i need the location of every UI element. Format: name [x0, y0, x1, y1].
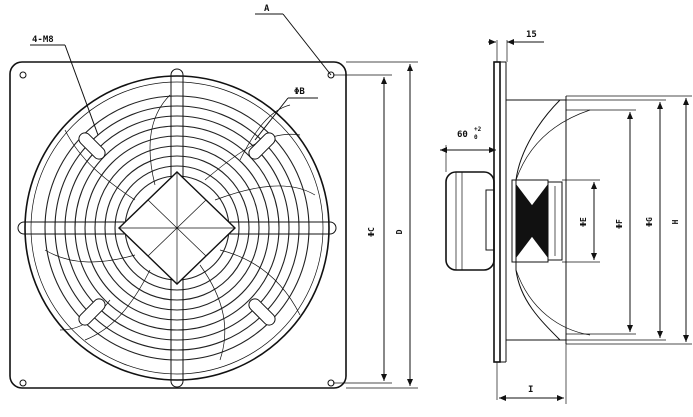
leader-a: A [255, 4, 332, 76]
side-plate [493, 40, 507, 400]
dimension-f: ΦF [566, 109, 636, 335]
label-phi-b: ΦB [294, 87, 305, 97]
dimension-d: D [346, 61, 418, 389]
dimension-15: 15 [488, 30, 544, 62]
label-phi-e: ΦE [579, 217, 588, 227]
label-angle-tol-upper: +2 [474, 126, 482, 133]
mounting-hole [19, 71, 27, 79]
dimension-h: H [566, 95, 692, 345]
dimension-i: I [499, 344, 567, 404]
guard-brackets [78, 132, 276, 326]
fan-blades [44, 94, 316, 361]
mounting-hole [19, 379, 27, 387]
dimension-angle: 60 +2 0 [440, 126, 496, 172]
side-fan-housing [505, 96, 591, 344]
side-view: 15 60 +2 0 ΦE ΦF ΦG [440, 30, 692, 404]
dimension-e: ΦE [562, 179, 600, 263]
label-a: A [264, 4, 270, 14]
label-4-m8: 4-M8 [32, 35, 54, 45]
label-phi-f: ΦF [615, 219, 624, 229]
side-hub [511, 179, 563, 263]
label-15: 15 [526, 30, 537, 40]
motor-hub [117, 171, 237, 285]
label-angle-tol-lower: 0 [474, 134, 478, 141]
dimension-c: ΦC [333, 74, 392, 384]
motor-body [445, 171, 495, 271]
front-view: A 4-M8 ΦB ΦC D [9, 4, 418, 389]
leader-phi-b: ΦB [254, 87, 318, 141]
label-h: H [671, 219, 680, 224]
mounting-plate [9, 61, 347, 389]
label-angle: 60 [457, 130, 468, 140]
label-i: I [528, 385, 533, 395]
label-phi-c: ΦC [367, 227, 376, 237]
leader-4-m8: 4-M8 [30, 35, 99, 136]
label-phi-d: D [395, 229, 404, 234]
dimension-g: ΦG [566, 99, 666, 341]
label-phi-g: ΦG [645, 217, 654, 227]
